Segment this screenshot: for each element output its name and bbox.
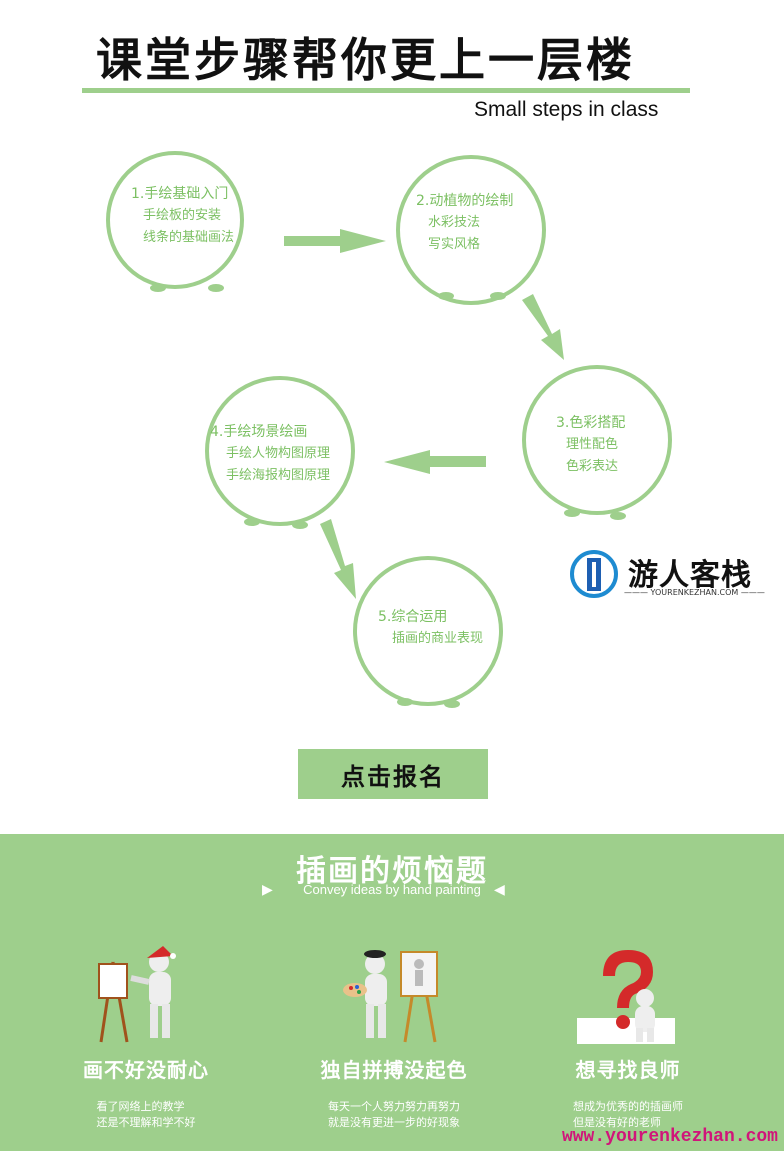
step-3-circle <box>522 365 672 515</box>
step-5-circle <box>353 556 503 706</box>
question-mark-icon <box>577 950 675 1044</box>
artist-easel-icon <box>343 950 438 1043</box>
step-3-foot <box>564 509 580 517</box>
step-1-text: 1.手绘基础入门 手绘板的安装 线条的基础画法 <box>131 183 234 249</box>
building-logo-icon <box>570 550 618 598</box>
step-1-foot <box>208 284 224 292</box>
step-line: 色彩表达 <box>566 459 619 474</box>
step-5-foot <box>444 700 460 708</box>
step-2-foot <box>490 292 506 300</box>
step-2-text: 2.动植物的绘制 水彩技法 写实风格 <box>416 190 513 256</box>
watermark-logo: 游人客栈 ——— YOURENKEZHAN.COM ——— <box>568 548 778 604</box>
arrow-left-icon <box>384 450 486 474</box>
arrow-right-icon <box>284 229 386 253</box>
title-divider <box>82 88 690 93</box>
problem-title: 想寻找良师 <box>575 1058 681 1082</box>
triangle-left-icon: ◀ <box>494 882 505 898</box>
problem-item: 想寻找良师 想成为优秀的的插画师 但是没有好的老师 <box>518 942 738 1131</box>
step-line: 线条的基础画法 <box>143 230 235 245</box>
problem-desc: 每天一个人努力努力再努力 就是没有更进一步的好现象 <box>328 1100 460 1129</box>
painter-figure-icon <box>98 946 176 1043</box>
step-title: 3.色彩搭配 <box>556 415 626 431</box>
step-line: 手绘海报构图原理 <box>226 468 331 483</box>
problem-desc: 看了网络上的教学 还是不理解和学不好 <box>96 1100 196 1129</box>
section-title: 插画的烦恼题 <box>296 854 488 889</box>
step-line: 插画的商业表现 <box>392 631 484 646</box>
problems-section: 插画的烦恼题 ▶ Convey ideas by hand painting ◀… <box>0 834 784 1151</box>
problem-title: 画不好没耐心 <box>83 1058 209 1082</box>
step-5-text: 5.综合运用 插画的商业表现 <box>378 606 483 650</box>
step-line: 手绘人物构图原理 <box>226 446 331 461</box>
step-2-foot <box>438 292 454 300</box>
step-line: 水彩技法 <box>428 215 481 230</box>
step-2-circle <box>396 155 546 305</box>
step-flow-diagram <box>106 151 672 708</box>
arrow-down-right-icon <box>320 519 356 599</box>
step-title: 4.手绘场景绘画 <box>210 424 308 440</box>
section-subtitle: Convey ideas by hand painting <box>303 882 481 897</box>
logo-name: 游人客栈 <box>628 558 752 593</box>
problem-title: 独自拼搏没起色 <box>320 1058 468 1082</box>
step-3-foot <box>610 512 626 520</box>
logo-url: ——— YOURENKEZHAN.COM ——— <box>624 588 765 597</box>
step-title: 5.综合运用 <box>378 609 448 625</box>
signup-button[interactable]: 点击报名 <box>298 749 488 799</box>
step-1-circle <box>106 151 244 289</box>
step-title: 1.手绘基础入门 <box>131 186 229 202</box>
step-4-foot <box>292 521 308 529</box>
problem-item: 画不好没耐心 看了网络上的教学 还是不理解和学不好 <box>36 942 256 1131</box>
problem-desc: 想成为优秀的的插画师 但是没有好的老师 <box>573 1100 683 1129</box>
step-line: 手绘板的安装 <box>143 208 222 223</box>
problem-item: 独自拼搏没起色 每天一个人努力努力再努力 就是没有更进一步的好现象 <box>284 942 504 1131</box>
triangle-right-icon: ▶ <box>262 882 273 898</box>
step-4-foot <box>244 518 260 526</box>
arrow-down-right-icon <box>522 294 564 360</box>
page-title: 课堂步骤帮你更上一层楼 <box>96 33 635 87</box>
step-4-circle <box>205 376 355 526</box>
step-5-foot <box>397 698 413 706</box>
footer-url: www.yourenkezhan.com <box>561 1127 778 1147</box>
step-1-foot <box>150 284 166 292</box>
step-4-text: 4.手绘场景绘画 手绘人物构图原理 手绘海报构图原理 <box>210 421 330 487</box>
page-subtitle: Small steps in class <box>474 98 659 121</box>
step-line: 写实风格 <box>428 237 481 252</box>
step-3-text: 3.色彩搭配 理性配色 色彩表达 <box>556 412 625 478</box>
step-line: 理性配色 <box>566 437 619 452</box>
step-title: 2.动植物的绘制 <box>416 193 514 209</box>
